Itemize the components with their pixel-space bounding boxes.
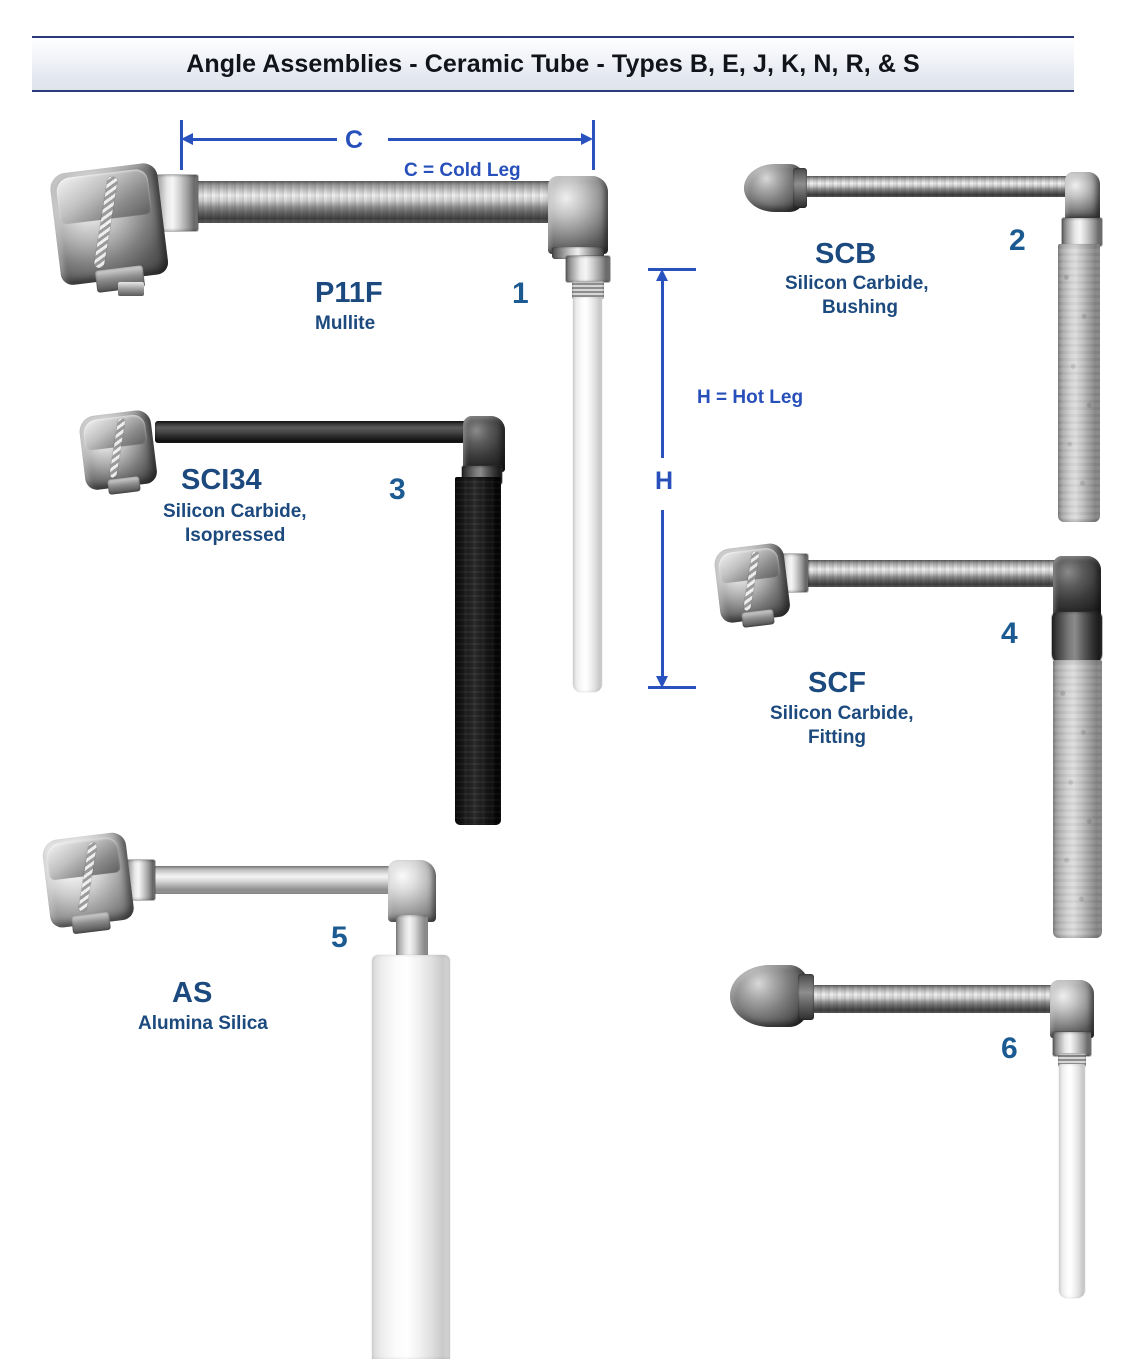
assembly-1-head-screw (118, 282, 144, 296)
assembly-1-code: P11F (315, 277, 383, 309)
assembly-6-horizontal-pipe (812, 985, 1057, 1013)
cold-leg-legend: C = Cold Leg (404, 160, 521, 181)
assembly-1-threads (572, 281, 604, 299)
cold-leg-left-extension (180, 120, 183, 170)
assembly-4-horizontal-pipe (800, 560, 1060, 587)
assembly-4-elbow (1053, 556, 1101, 618)
assembly-5-horizontal-pipe (150, 866, 405, 894)
hot-leg-symbol: H (655, 467, 674, 495)
assembly-2-material-line2: Bushing (822, 297, 898, 318)
assembly-2-silicon-carbide-tube (1058, 244, 1100, 522)
assembly-5-number: 5 (331, 921, 348, 954)
assembly-4-number: 4 (1001, 617, 1018, 650)
assembly-5-code: AS (172, 977, 213, 1009)
assembly-5-material: Alumina Silica (138, 1013, 268, 1034)
assembly-2-material-line1: Silicon Carbide, (785, 273, 929, 294)
assembly-6-number: 6 (1001, 1032, 1018, 1065)
assembly-3-number: 3 (389, 473, 406, 506)
cold-leg-arrow-left (181, 133, 193, 145)
assembly-2-elbow (1065, 172, 1100, 220)
assembly-2-bushing (1062, 218, 1102, 246)
assembly-3-code: SCI34 (181, 464, 262, 496)
assembly-1-horizontal-pipe (178, 181, 558, 223)
hot-leg-top-extension (648, 268, 696, 271)
assembly-3-horizontal-pipe (155, 421, 475, 443)
assembly-2-head-collar (793, 168, 807, 208)
assembly-6-elbow (1050, 980, 1094, 1038)
cold-leg-symbol: C (345, 126, 364, 154)
page-title-bar: Angle Assemblies - Ceramic Tube - Types … (32, 36, 1074, 92)
assembly-4-code: SCF (808, 667, 866, 699)
assembly-6-union (1053, 1032, 1091, 1056)
assembly-1-material: Mullite (315, 313, 376, 334)
assembly-6-cap-head (730, 965, 810, 1027)
assembly-4-material-line1: Silicon Carbide, (770, 703, 914, 724)
hot-leg-arrow-up (656, 269, 668, 281)
cold-leg-line-left (192, 138, 337, 141)
cold-leg-line-right (388, 138, 582, 141)
cold-leg-right-extension (592, 120, 595, 170)
assembly-5-head-foot (71, 911, 111, 935)
assembly-1-ceramic-tube (573, 297, 602, 692)
assembly-5-elbow (388, 860, 436, 922)
cold-leg-arrow-right (581, 133, 593, 145)
hot-leg-line-upper (661, 278, 664, 458)
assembly-6-ceramic-tube (1059, 1064, 1085, 1298)
assembly-4-material-line2: Fitting (808, 727, 867, 748)
assembly-4-silicon-carbide-tube (1053, 660, 1102, 938)
assembly-6-threads (1058, 1053, 1086, 1067)
assembly-1-connection-head (48, 161, 170, 287)
assembly-3-silicon-carbide-tube (455, 477, 501, 825)
assembly-1-union (566, 256, 610, 282)
assembly-1-number: 1 (512, 277, 529, 310)
assembly-3-material-line1: Silicon Carbide, (163, 501, 307, 522)
assembly-4-head-foot (741, 609, 775, 628)
assembly-1-elbow (548, 176, 608, 254)
assembly-5-alumina-silica-tube (372, 955, 450, 1359)
hot-leg-legend: H = Hot Leg (697, 387, 804, 408)
assembly-6-head-collar (798, 974, 814, 1020)
assembly-3-head-foot (107, 476, 141, 495)
assembly-3-elbow (463, 416, 505, 472)
assembly-3-material-line2: Isopressed (185, 525, 286, 546)
hot-leg-line-lower (661, 510, 664, 678)
page-title: Angle Assemblies - Ceramic Tube - Types … (186, 49, 920, 78)
hot-leg-arrow-down (656, 676, 668, 688)
assembly-2-horizontal-pipe (800, 176, 1072, 197)
hot-leg-bottom-extension (648, 686, 696, 689)
assembly-2-number: 2 (1009, 224, 1026, 257)
assembly-4-fitting (1052, 612, 1102, 664)
assembly-2-code: SCB (815, 238, 877, 270)
